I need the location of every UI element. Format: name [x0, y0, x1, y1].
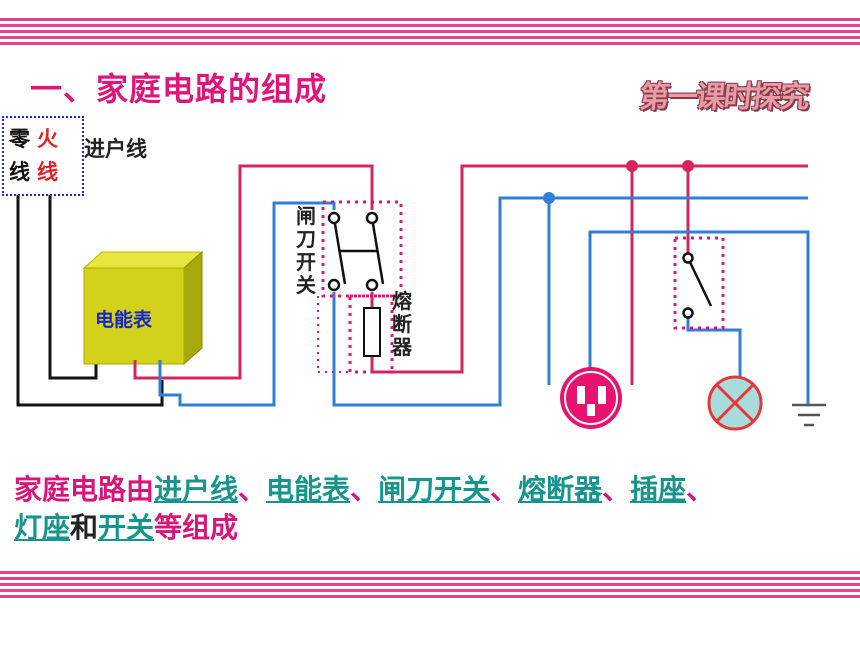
page-title: 一、家庭电路的组成: [30, 70, 328, 108]
neutral-line-char: 线: [9, 160, 30, 184]
socket-icon: [560, 367, 622, 429]
ground-icon: [792, 403, 826, 427]
fuse-label: 熔 断 器: [392, 289, 412, 359]
knife-switch: [327, 211, 385, 292]
service-wires: [16, 195, 164, 407]
service-line-label: 进户线: [84, 137, 147, 161]
term-fuse: 熔断器: [518, 473, 603, 506]
lamp-switch-highlight: [673, 236, 725, 330]
wire-label-box: [2, 116, 84, 196]
bottom-decorative-stripes: [0, 571, 860, 601]
lamp-switch: [682, 252, 713, 319]
junction-dots: [543, 160, 694, 204]
term-knife-switch: 闸刀开关: [378, 473, 491, 506]
energy-meter-label: 电能表: [95, 309, 153, 331]
term-switch: 开关: [98, 511, 155, 544]
live-wire-label-char: 火: [37, 127, 58, 151]
knife-switch-highlight: [321, 200, 403, 298]
neutral-wire-label: 零: [9, 127, 30, 151]
summary-text: 家庭电路由进户线、电能表、闸刀开关、熔断器、插座、灯座和开关等组成: [14, 473, 715, 544]
knife-switch-label: 闸 刀 开 关: [296, 204, 316, 297]
fuse: [363, 307, 381, 357]
term-service-line: 进户线: [154, 473, 239, 506]
live-line-char: 线: [37, 160, 58, 184]
term-socket: 插座: [630, 473, 687, 506]
fuse-highlight: [348, 294, 394, 374]
term-energy-meter: 电能表: [266, 473, 351, 506]
lamp-icon: [707, 375, 763, 431]
term-lamp-holder: 灯座: [14, 511, 71, 544]
neutral-wires: [158, 196, 810, 412]
energy-meter: [82, 250, 204, 366]
top-decorative-stripes: [0, 18, 860, 48]
